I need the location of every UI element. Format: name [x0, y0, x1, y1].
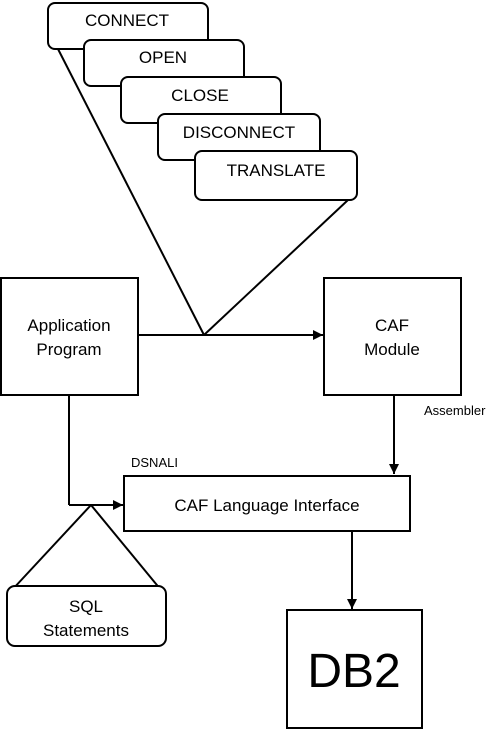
caf-module-label-line2: Module — [364, 340, 420, 359]
application-program-label-line2: Program — [36, 340, 101, 359]
sql-funnel-line-left — [11, 504, 92, 591]
dsnali-label: DSNALI — [131, 455, 178, 470]
call-card-translate: TRANSLATE — [194, 150, 358, 201]
call-label-disconnect: DISCONNECT — [183, 123, 295, 142]
call-card-close: CLOSE — [120, 76, 282, 124]
db2-label: DB2 — [307, 645, 400, 698]
caf-module-box: CAF Module — [323, 277, 462, 396]
call-card-open: OPEN — [83, 39, 245, 87]
sql-statements-label-line1: SQL — [69, 597, 103, 616]
application-program-box: Application Program — [0, 277, 139, 396]
call-label-close: CLOSE — [171, 86, 229, 105]
caf-language-interface-box: CAF Language Interface — [123, 475, 411, 532]
caf-language-interface-label: CAF Language Interface — [174, 496, 359, 515]
sql-funnel-line-right — [90, 504, 162, 591]
caf-module-label-line1: CAF — [375, 316, 409, 335]
call-card-disconnect: DISCONNECT — [157, 113, 321, 161]
funnel-line-right — [203, 199, 349, 336]
db2-box: DB2 — [286, 609, 423, 729]
call-label-translate: TRANSLATE — [227, 161, 326, 180]
call-card-connect: CONNECT — [47, 2, 209, 50]
assembler-label: Assembler — [424, 403, 486, 418]
sql-statements-box: SQL Statements — [6, 585, 167, 647]
call-label-open: OPEN — [139, 48, 187, 67]
application-program-label-line1: Application — [27, 316, 110, 335]
sql-statements-label-line2: Statements — [43, 621, 129, 640]
call-label-connect: CONNECT — [85, 11, 169, 30]
call-stack: CONNECT OPEN CLOSE DISCONNECT TRANSLATE — [47, 2, 358, 201]
funnel-line-left — [57, 48, 205, 336]
